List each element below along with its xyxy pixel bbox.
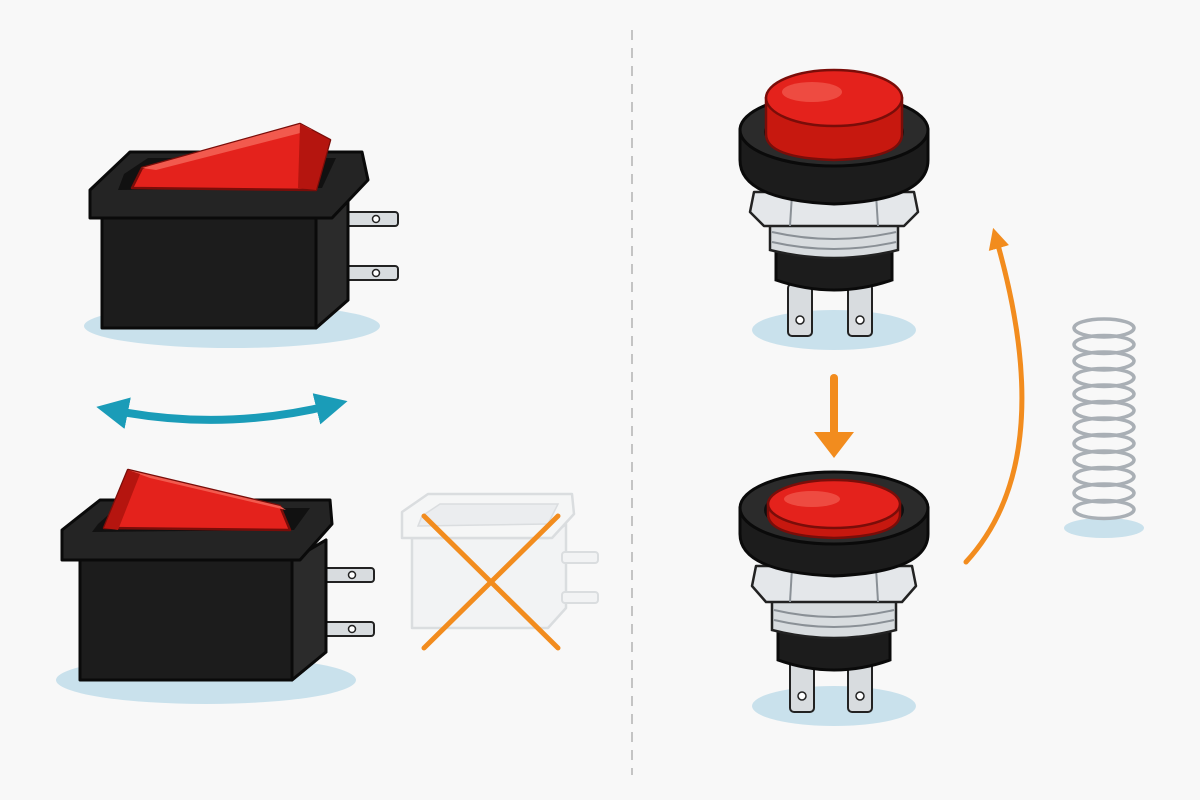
terminal-icon (339, 211, 399, 281)
push-button-released (738, 68, 930, 350)
button-shadow (752, 310, 916, 350)
spring-shadow (1064, 518, 1144, 538)
terminal-icon (321, 567, 375, 637)
double-headed-curved-arrow-icon (96, 393, 348, 429)
coil-spring-icon (1064, 317, 1144, 538)
rocker-switch-on (84, 122, 399, 348)
cross-mark (421, 513, 561, 651)
faded-switch-crossed-out-icon (400, 492, 599, 651)
curved-return-arrow-icon (963, 227, 1025, 565)
spring-coil (1072, 498, 1136, 521)
button-shadow (752, 686, 916, 726)
down-arrow-icon (814, 374, 854, 458)
push-button-pressed (738, 470, 930, 726)
rocker-switch-off (56, 468, 375, 704)
terminal-icon (787, 283, 873, 337)
